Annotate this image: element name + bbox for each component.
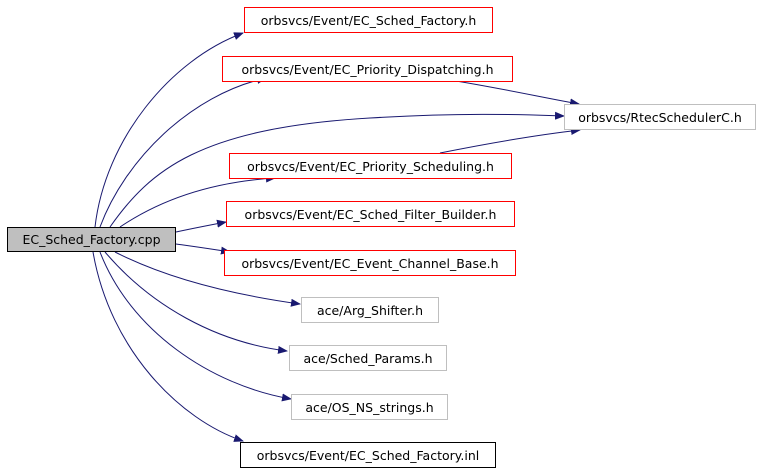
edge-root-rtecschedulerc	[109, 111, 565, 228]
node-ec-priority-scheduling-h[interactable]: orbsvcs/Event/EC_Priority_Scheduling.h	[229, 153, 512, 179]
node-ec-sched-factory-h[interactable]: orbsvcs/Event/EC_Sched_Factory.h	[244, 7, 493, 33]
edge-root-priority-dispatching	[99, 76, 267, 228]
edge-root-event-channel-base	[175, 243, 231, 255]
edge-root-sched-factory-inl	[92, 251, 244, 442]
edge-root-sched-filter-builder	[175, 219, 227, 233]
node-ace-os-ns-strings-h[interactable]: ace/OS_NS_strings.h	[291, 394, 448, 420]
edge-root-os-ns-strings	[99, 251, 292, 402]
edge-root-sched-factory-h	[94, 32, 244, 228]
node-label: orbsvcs/Event/EC_Priority_Scheduling.h	[247, 158, 494, 174]
node-ec-event-channel-base-h[interactable]: orbsvcs/Event/EC_Event_Channel_Base.h	[224, 250, 516, 276]
edge-priority-dispatching-rtecschedulerc	[449, 79, 580, 107]
node-label: orbsvcs/Event/EC_Sched_Filter_Builder.h	[244, 206, 497, 222]
node-ec-sched-factory-inl[interactable]: orbsvcs/Event/EC_Sched_Factory.inl	[240, 442, 496, 468]
edge-priority-scheduling-rtecschedulerc	[439, 127, 581, 154]
node-ace-arg-shifter-h[interactable]: ace/Arg_Shifter.h	[301, 297, 439, 323]
node-label: orbsvcs/Event/EC_Event_Channel_Base.h	[241, 255, 499, 271]
edge-root-arg-shifter	[114, 251, 301, 307]
edge-root-priority-scheduling	[119, 174, 276, 228]
node-ace-sched-params-h[interactable]: ace/Sched_Params.h	[289, 345, 447, 371]
node-ec-sched-filter-builder-h[interactable]: orbsvcs/Event/EC_Sched_Filter_Builder.h	[226, 201, 515, 227]
node-label: orbsvcs/Event/EC_Sched_Factory.h	[260, 12, 477, 28]
node-label: orbsvcs/Event/EC_Sched_Factory.inl	[256, 447, 480, 463]
node-label: ace/Arg_Shifter.h	[316, 302, 424, 318]
node-ec-sched-factory-cpp: EC_Sched_Factory.cpp	[7, 227, 176, 252]
node-label: ace/Sched_Params.h	[303, 350, 433, 366]
node-label: orbsvcs/Event/EC_Priority_Dispatching.h	[241, 61, 494, 77]
node-label: EC_Sched_Factory.cpp	[22, 232, 161, 247]
edge-root-sched-params	[104, 251, 288, 354]
node-rtecschedulerc-h[interactable]: orbsvcs/RtecSchedulerC.h	[564, 104, 756, 130]
node-ec-priority-dispatching-h[interactable]: orbsvcs/Event/EC_Priority_Dispatching.h	[222, 56, 513, 82]
node-label: orbsvcs/RtecSchedulerC.h	[578, 109, 742, 125]
node-label: ace/OS_NS_strings.h	[305, 399, 434, 415]
